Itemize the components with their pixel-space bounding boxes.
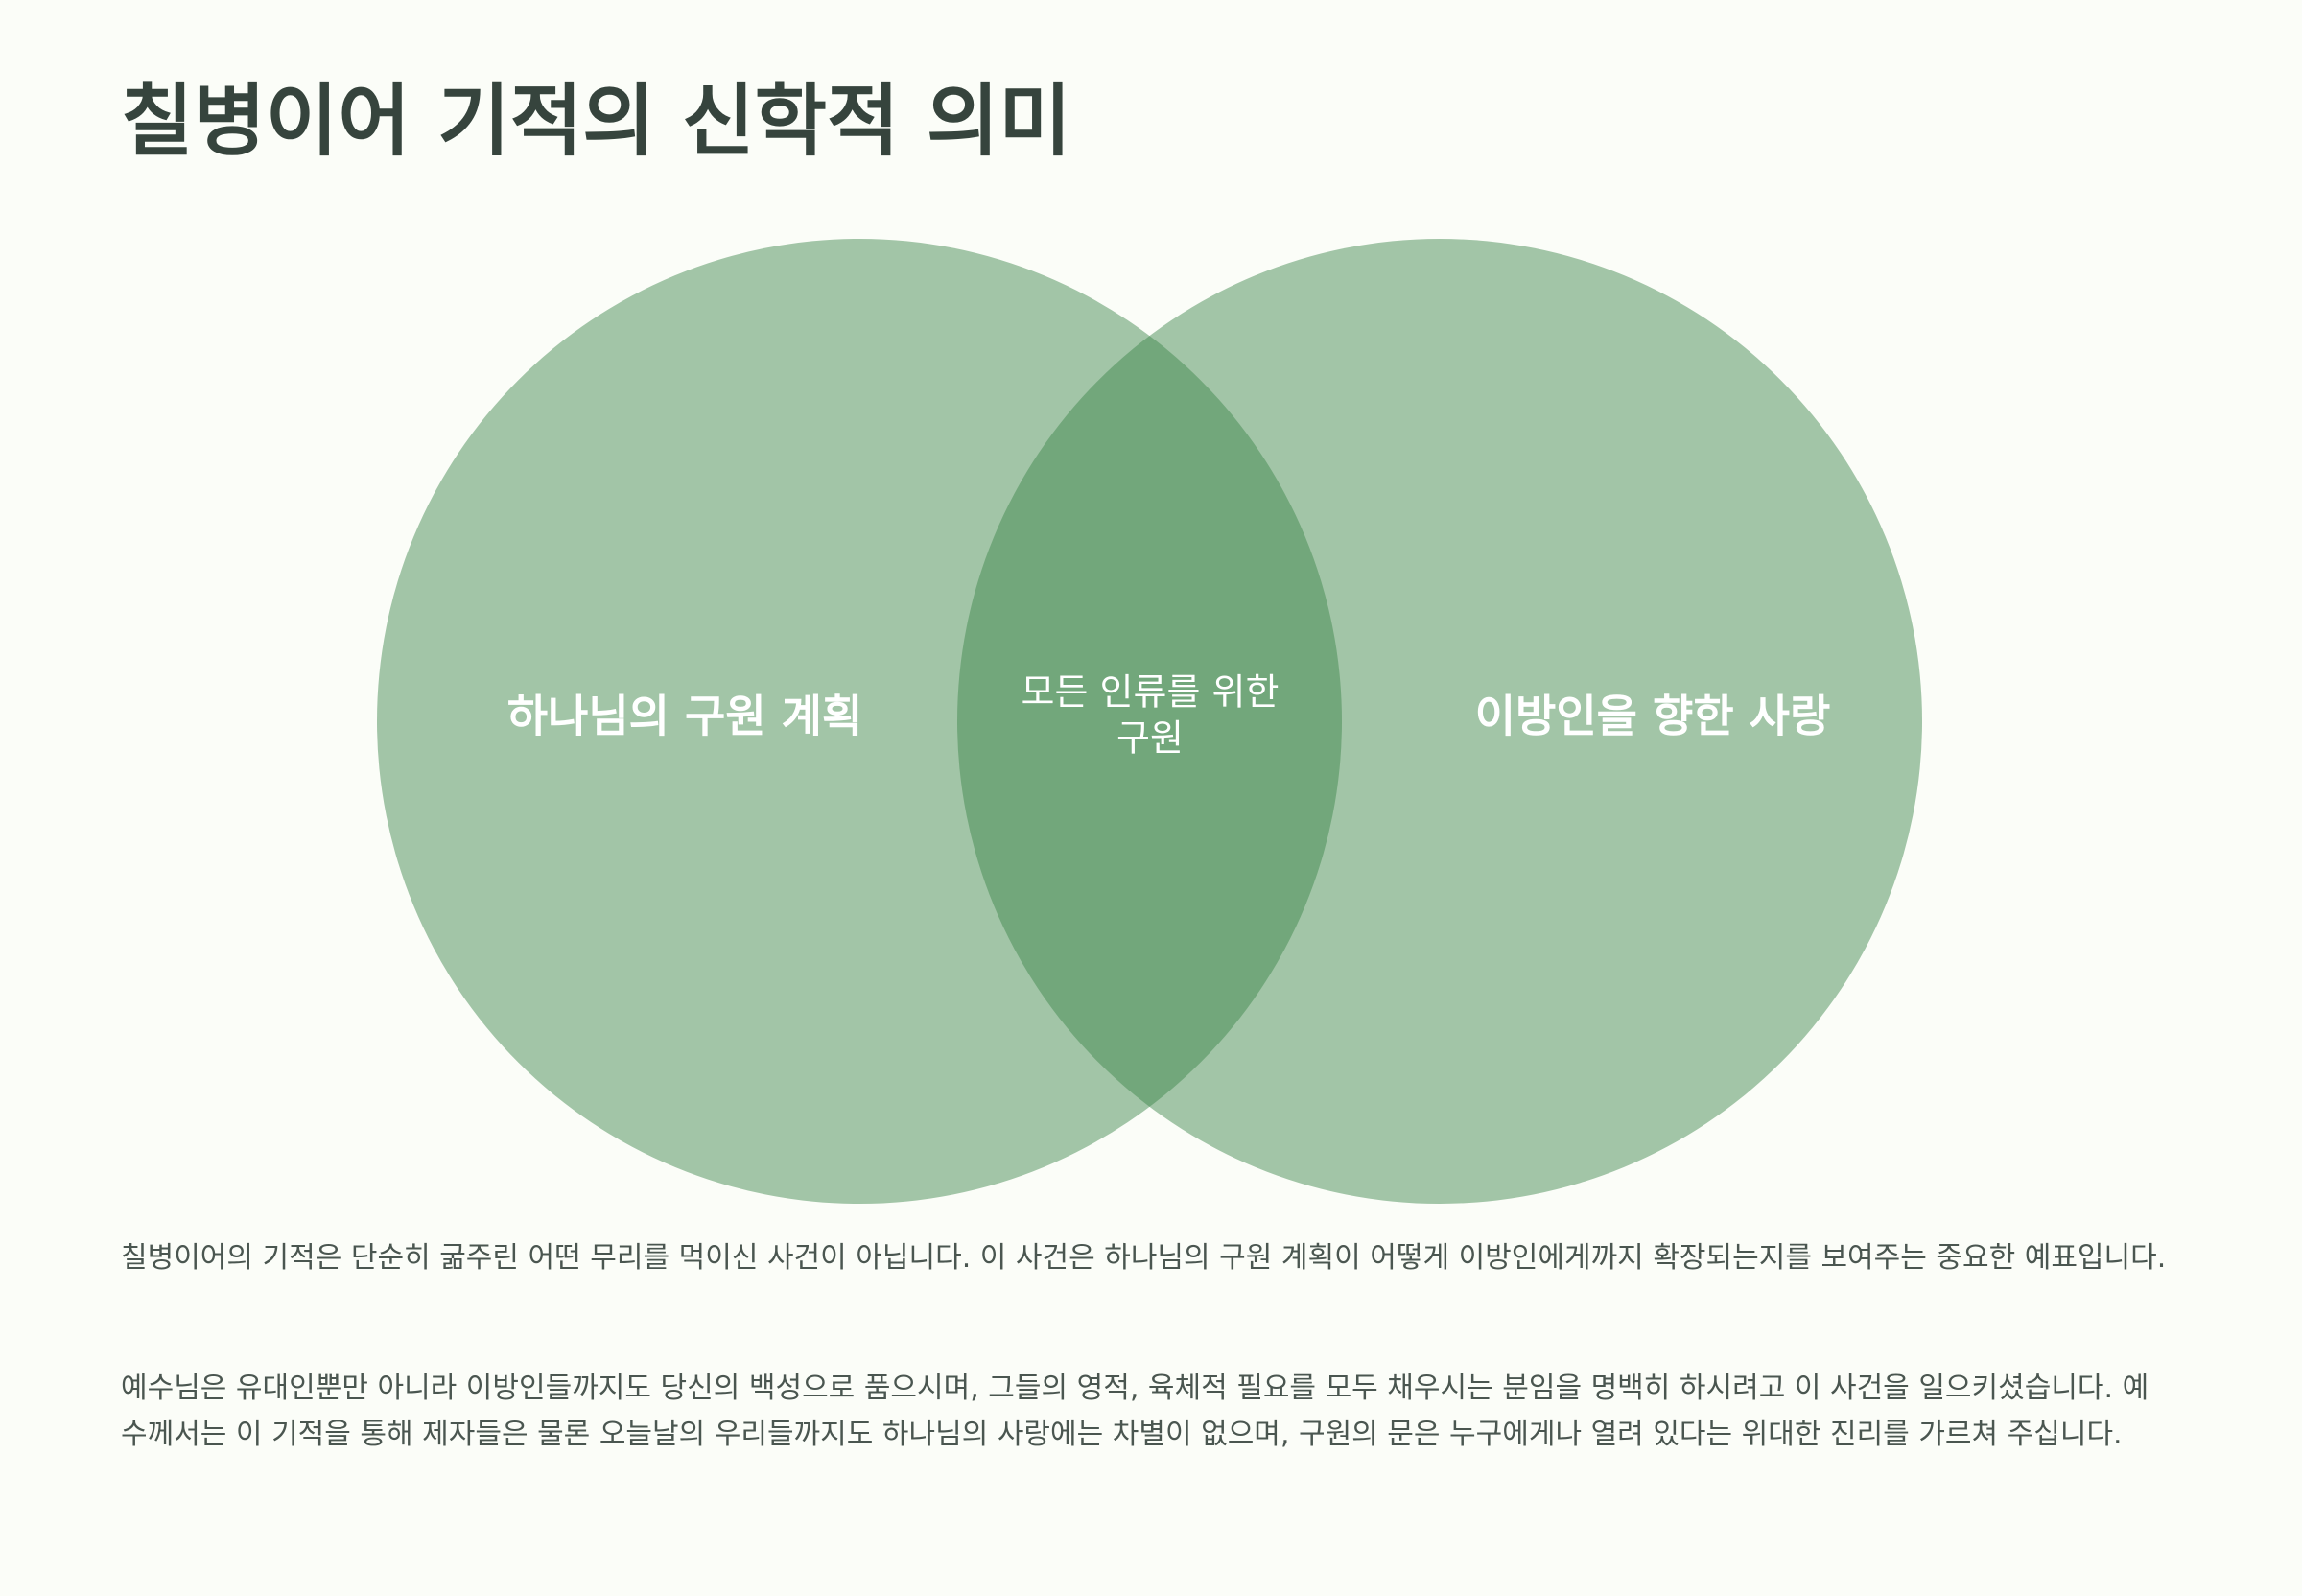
overlap-region	[957, 239, 1342, 1204]
overlap-label-line-1: 모든 인류를 위한	[1022, 671, 1280, 714]
page-title: 칠병이어 기적의 신학적 의미	[121, 76, 1071, 167]
body-paragraph: 예수님은 유대인뿐만 아니라 이방인들까지도 당신의 백성으로 품으시며, 그들…	[121, 1372, 2149, 1451]
body-paragraph: 칠병이어의 기적은 단순히 굶주린 어떤 무리를 먹이신 사건이 아닙니다. 이…	[121, 1241, 2167, 1275]
right-circle-label: 이방인을 향한 사랑	[1475, 691, 1831, 742]
left-circle-label: 하나님의 구원 계획	[507, 691, 863, 742]
overlap-label-line-2: 구원	[1116, 717, 1184, 760]
